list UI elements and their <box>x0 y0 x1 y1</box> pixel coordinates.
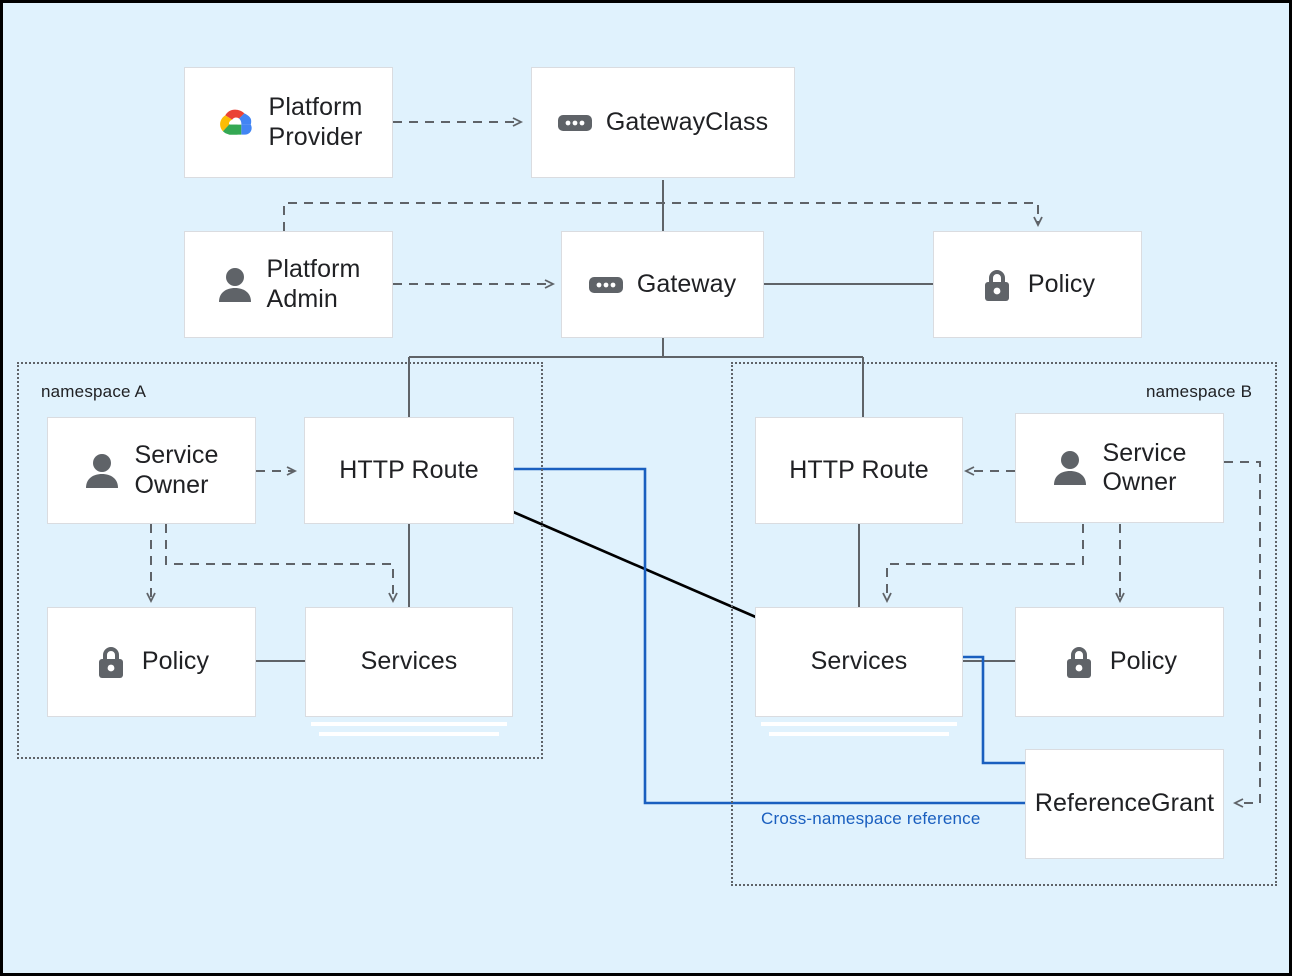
node-label: Policy <box>1109 647 1178 676</box>
lock-icon <box>1062 643 1096 681</box>
services-b-stack-line-2 <box>769 732 949 736</box>
node-services-a[interactable]: Services <box>305 607 513 717</box>
node-services-b[interactable]: Services <box>755 607 963 717</box>
node-label: Policy <box>141 647 210 676</box>
person-icon <box>217 266 253 304</box>
node-label: ReferenceGrant <box>1034 789 1215 818</box>
node-label: Policy <box>1027 269 1096 298</box>
namespace-a-label: namespace A <box>41 382 147 401</box>
node-service-owner-a[interactable]: Service Owner <box>47 417 256 524</box>
lock-icon <box>980 266 1014 304</box>
services-a-stack-line-1 <box>311 722 507 726</box>
namespace-b-label: namespace B <box>1146 382 1253 401</box>
google-cloud-icon <box>215 106 255 140</box>
node-label: Services <box>360 647 458 676</box>
node-label: Services <box>810 647 908 676</box>
node-policy-top[interactable]: Policy <box>933 231 1142 338</box>
lock-icon <box>94 643 128 681</box>
node-label: Service Owner <box>134 441 219 499</box>
services-b-stack-line-1 <box>761 722 957 726</box>
node-label: Platform Provider <box>268 93 363 151</box>
node-policy-b[interactable]: Policy <box>1015 607 1224 717</box>
node-label: HTTP Route <box>339 455 479 484</box>
gateway-chip-icon <box>588 274 623 296</box>
node-http-route-a[interactable]: HTTP Route <box>304 417 514 524</box>
person-icon <box>84 452 120 490</box>
services-a-stack-line-2 <box>319 732 499 736</box>
node-http-route-b[interactable]: HTTP Route <box>755 417 963 524</box>
node-reference-grant[interactable]: ReferenceGrant <box>1025 749 1224 859</box>
node-label: GatewayClass <box>605 107 769 136</box>
node-gatewayclass[interactable]: GatewayClass <box>531 67 795 178</box>
node-gateway[interactable]: Gateway <box>561 231 764 338</box>
node-platform-admin[interactable]: Platform Admin <box>184 231 393 338</box>
node-label: Service Owner <box>1102 438 1187 497</box>
node-policy-a[interactable]: Policy <box>47 607 256 717</box>
node-service-owner-b[interactable]: Service Owner <box>1015 413 1224 523</box>
gateway-chip-icon <box>557 112 592 134</box>
person-icon <box>1052 449 1088 487</box>
node-label: Gateway <box>636 269 737 298</box>
node-label: HTTP Route <box>789 455 929 484</box>
node-label: Platform Admin <box>266 255 361 313</box>
node-platform-provider[interactable]: Platform Provider <box>184 67 393 178</box>
cross-namespace-reference-label: Cross-namespace reference <box>761 809 981 828</box>
